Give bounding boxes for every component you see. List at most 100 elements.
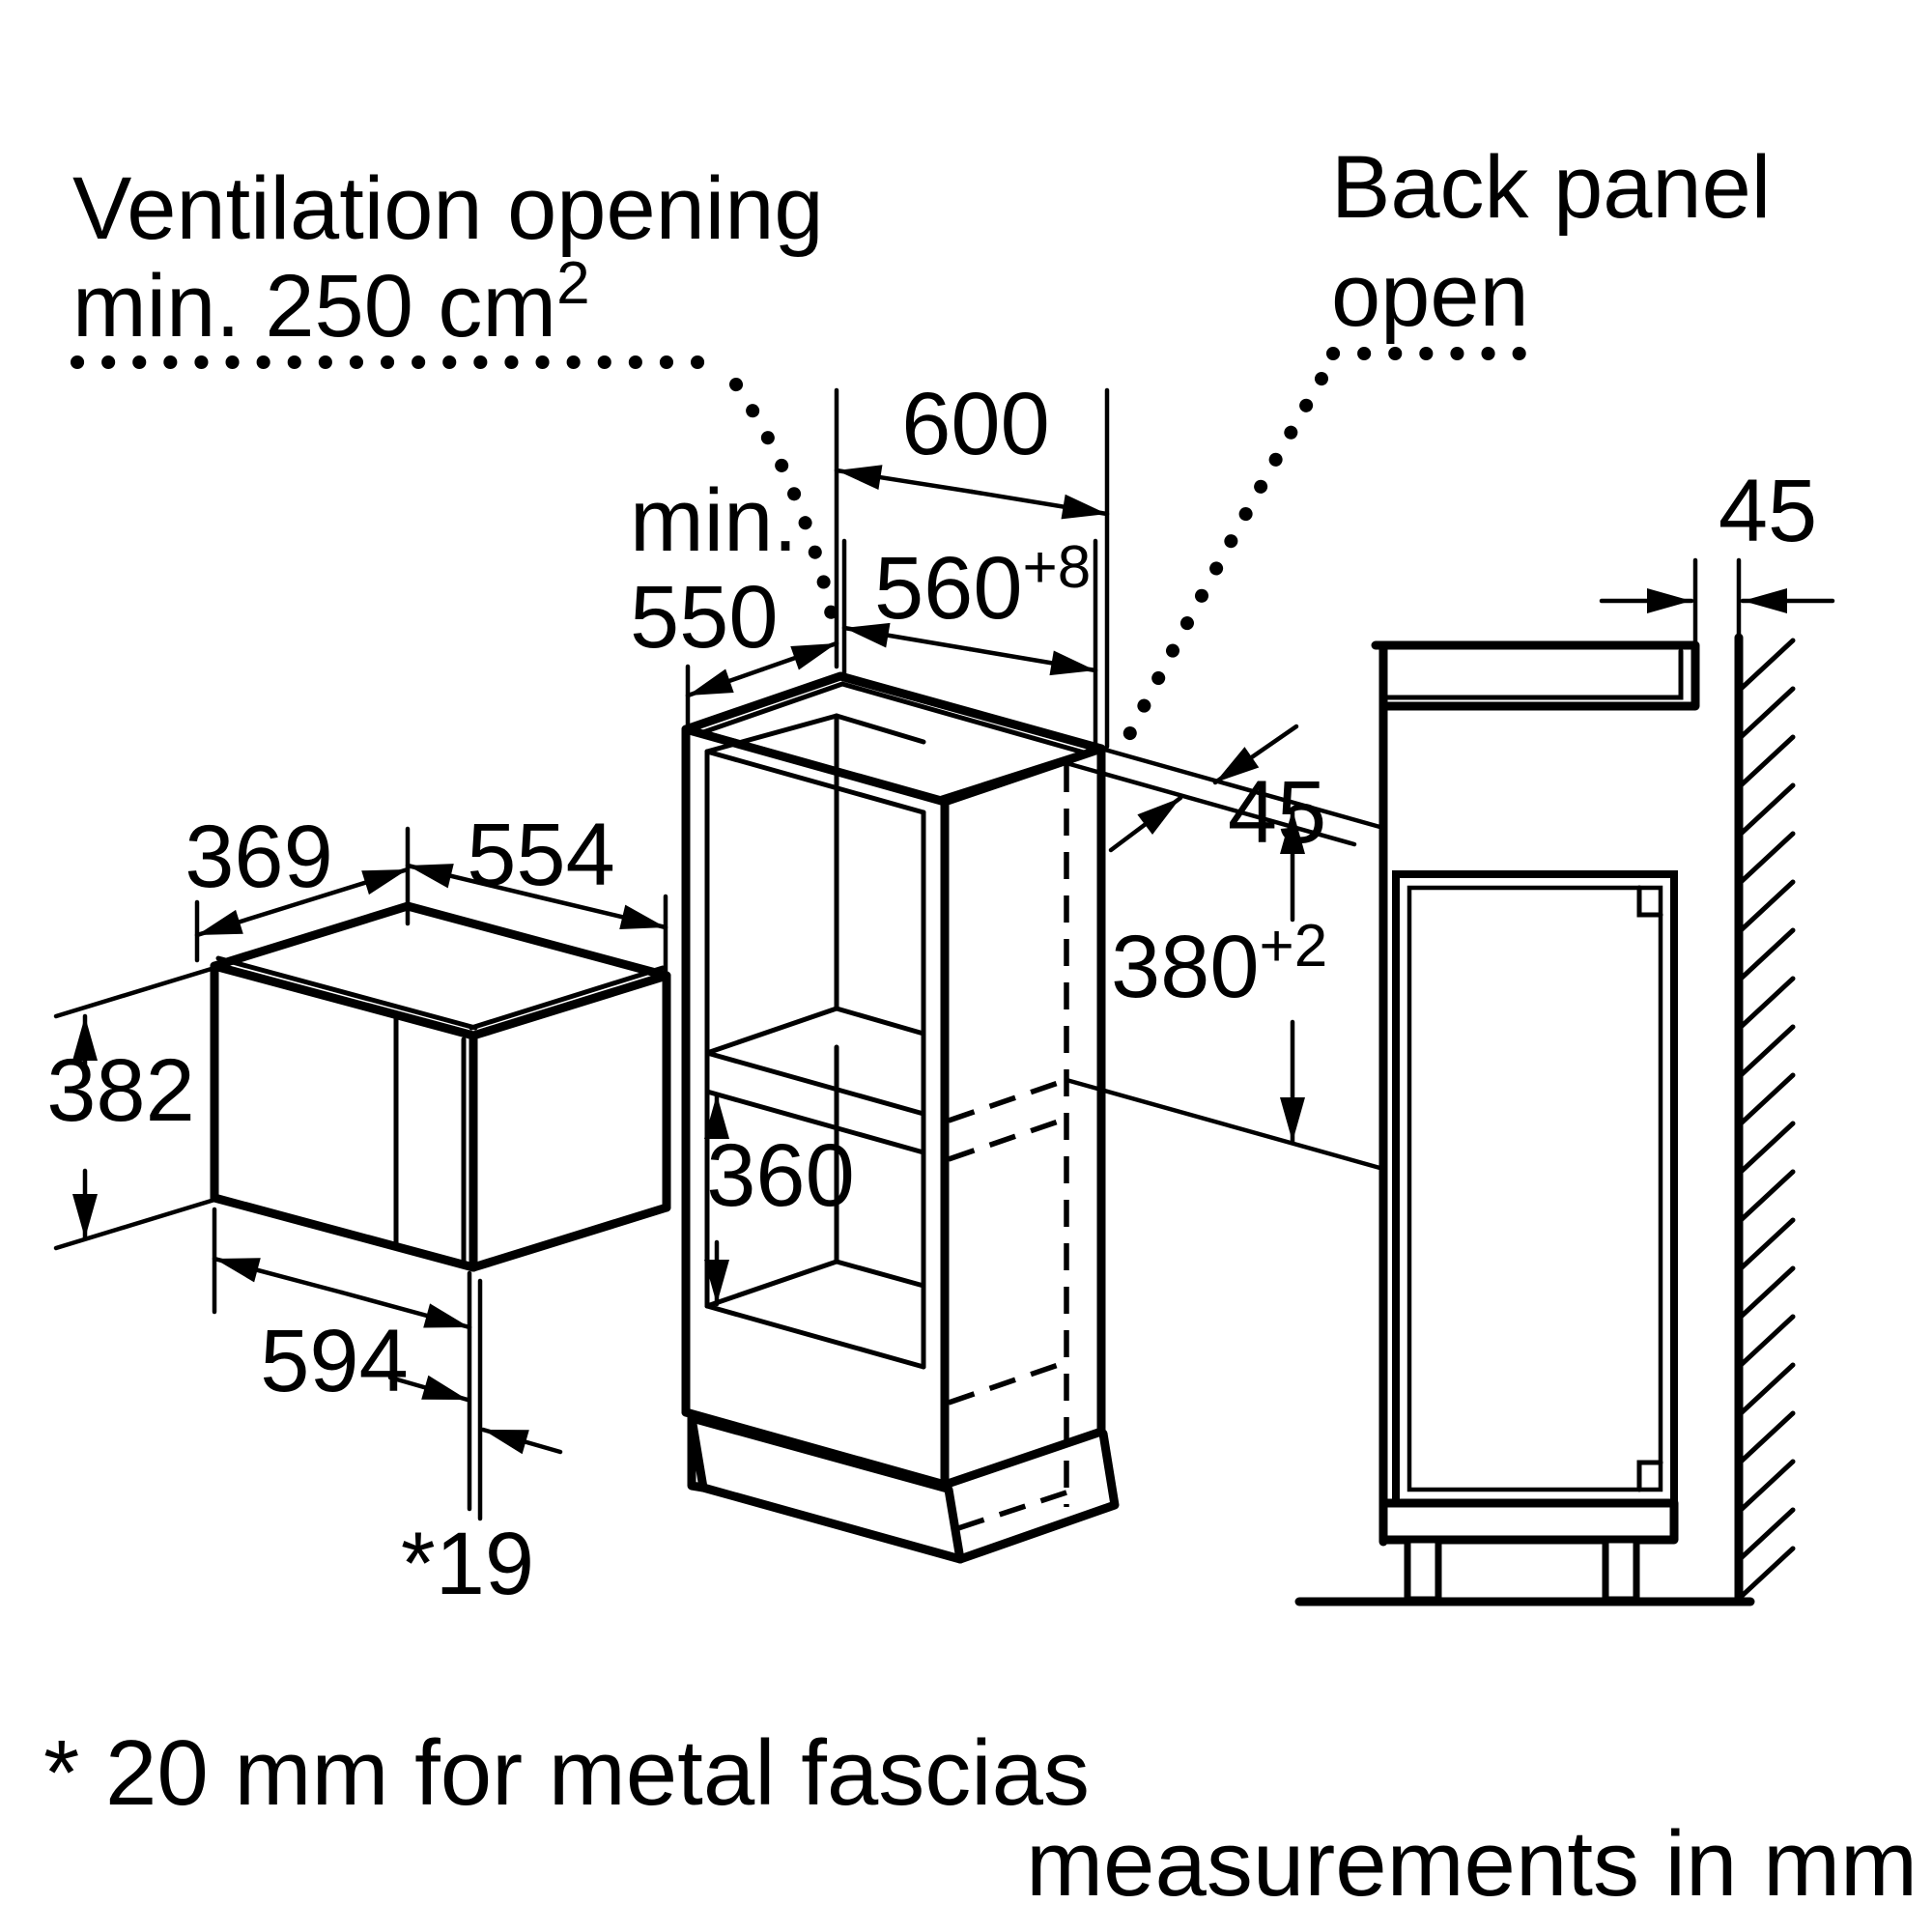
dim-550-label-value: 550: [630, 568, 779, 667]
dim-600-arrow-left: [834, 465, 975, 495]
dim-45-rear-label: 45: [1228, 763, 1326, 862]
side-worktop-inner: [1384, 648, 1684, 700]
side-appliance-body: [1392, 870, 1678, 1507]
shelf-front-top-edge: [704, 1050, 926, 1117]
units-note: measurements in mm: [1026, 1812, 1918, 1916]
shelf-top-rear-edge: [834, 1006, 926, 1037]
side-appliance-notch-bottom: [1636, 1460, 1663, 1492]
dim-560-label: 560+8: [874, 534, 1091, 638]
cabinet-frame-inner: [695, 681, 1093, 1370]
shelf-front-bottom-edge: [704, 1089, 926, 1155]
microwave-side-top-edge: [469, 965, 666, 1031]
microwave-door-top-edge: [215, 955, 478, 1031]
shelf-top-left-edge: [704, 1006, 839, 1056]
dim-600-arrow-right: [969, 489, 1110, 520]
ventilation-label-line2: min. 250 cm2: [72, 250, 590, 355]
dim-594-arrow-left: [212, 1256, 345, 1295]
side-base-plate: [1378, 1498, 1679, 1545]
dim-wall-gap: 45: [1599, 462, 1835, 648]
dim-554-label: 554: [467, 806, 615, 904]
dim-550-arrow-left: [685, 667, 765, 698]
dim-fascia-clearance: *19: [387, 1375, 563, 1613]
back-panel-label-line2: open: [1331, 246, 1529, 345]
cabinet-plinth-left-edge: [687, 1413, 708, 1492]
dim-369-arrow-right: [299, 867, 411, 905]
shelf-hidden-bottom-edge: [948, 1116, 1067, 1162]
plinth-hidden-edge: [957, 1488, 1073, 1531]
side-appliance-inner: [1406, 885, 1663, 1492]
back-panel-label-line1: Back panel: [1331, 138, 1771, 237]
microwave-bottom-right-edge: [469, 1203, 671, 1272]
ventilation-annotation: Ventilation opening min. 250 cm2: [71, 159, 843, 646]
dim-594-label: 594: [260, 1312, 409, 1410]
cabinet-plinth-corner-edge: [944, 1485, 965, 1564]
bottom-hidden-edge: [948, 1359, 1067, 1406]
side-cabinet-profile: [1371, 640, 1700, 1547]
dim-550-arrow-right: [759, 640, 839, 672]
dim-382-ext-bottom: [53, 1197, 217, 1251]
cabinet-plinth-top-edge: [689, 1417, 953, 1494]
cabinet-hidden-lines: [948, 765, 1073, 1531]
frame-bottom-rail-inner: [704, 1303, 926, 1370]
footnote-metal-fascias: * 20 mm for metal fascias: [43, 1721, 1090, 1825]
niche-rear-wall-top-edge: [834, 713, 926, 745]
dim-19-arrow-upper: [387, 1375, 470, 1403]
side-worktop: [1371, 640, 1700, 711]
dim-min-depth: min. 550: [630, 471, 839, 727]
dim-380-ext-bottom: [1064, 1077, 1386, 1172]
dim-360-label: 360: [706, 1126, 855, 1225]
dim-19-label: *19: [401, 1515, 534, 1613]
wall-hatching: [1736, 638, 1796, 1602]
dim-600-label: 600: [901, 375, 1050, 473]
microwave-bottom-front-edge: [210, 1193, 478, 1272]
dim-554-arrow-right: [533, 894, 668, 930]
dim-554-arrow-left: [405, 863, 539, 899]
dim-cabinet-width: 600: [834, 375, 1110, 750]
shelf-hidden-top-edge: [948, 1077, 1067, 1123]
wall: [1734, 633, 1796, 1606]
cabinet-isometric: 600 560+8 min. 550 360: [630, 375, 1386, 1564]
back-panel-annotation: Back panel open: [1110, 138, 1771, 766]
side-appliance-profile: [1378, 870, 1679, 1604]
back-panel-dotted-leader: [1110, 372, 1328, 766]
dim-back-gap: 45: [1064, 724, 1357, 862]
cabinet-outline: [681, 671, 1120, 1564]
dim-382-ext-top: [53, 965, 217, 1019]
dim-niche-height: 380+2: [1064, 746, 1386, 1172]
dim-560-arrow-left: [841, 622, 973, 652]
cabinet-plinth-outline: [687, 1413, 1120, 1564]
dim-550-label-min: min.: [630, 471, 798, 570]
dim-19-arrow-lower: [480, 1427, 563, 1455]
frame-top-rail-inner: [704, 749, 926, 815]
dim-560-arrow-right: [967, 646, 1098, 676]
dim-appliance-width: 554: [405, 806, 668, 984]
dim-45-wall-label: 45: [1719, 462, 1817, 560]
microwave-door-details: [215, 955, 666, 1266]
dim-appliance-depth: 369: [185, 808, 411, 963]
dim-appliance-height: 382: [46, 965, 217, 1251]
microwave-isometric: 369 554 382 594 *1: [46, 806, 671, 1613]
side-view: 45: [1294, 462, 1835, 1606]
side-appliance-notch-top: [1636, 885, 1663, 918]
floor-rear-edge: [834, 1259, 926, 1289]
niche-left-wall-top-edge: [704, 713, 839, 754]
ventilation-label-line1: Ventilation opening: [72, 159, 824, 258]
dim-369-label: 369: [185, 808, 333, 906]
dim-niche-width: 560+8: [841, 534, 1098, 750]
cabinet-bottom-front-edge: [681, 1407, 950, 1490]
cabinet-bottom-side-edge: [940, 1427, 1106, 1490]
ventilation-dotted-leader: [729, 378, 843, 646]
dim-45-rear-arrow-lower: [1108, 795, 1183, 853]
dim-369-arrow-left: [194, 899, 305, 938]
dim-382-label: 382: [46, 1041, 195, 1140]
dim-appliance-front-width: 594: [212, 1207, 483, 1521]
dim-45-rear-arrow-upper: [1212, 724, 1299, 785]
side-leg-right: [1602, 1536, 1640, 1604]
dim-380-ext-top: [1098, 746, 1386, 831]
cabinet-top-band-inner: [695, 681, 1093, 802]
floor-left-edge: [704, 1259, 839, 1309]
dim-compartment-height: 360: [704, 1092, 855, 1307]
dim-594-arrow-right: [339, 1290, 472, 1330]
